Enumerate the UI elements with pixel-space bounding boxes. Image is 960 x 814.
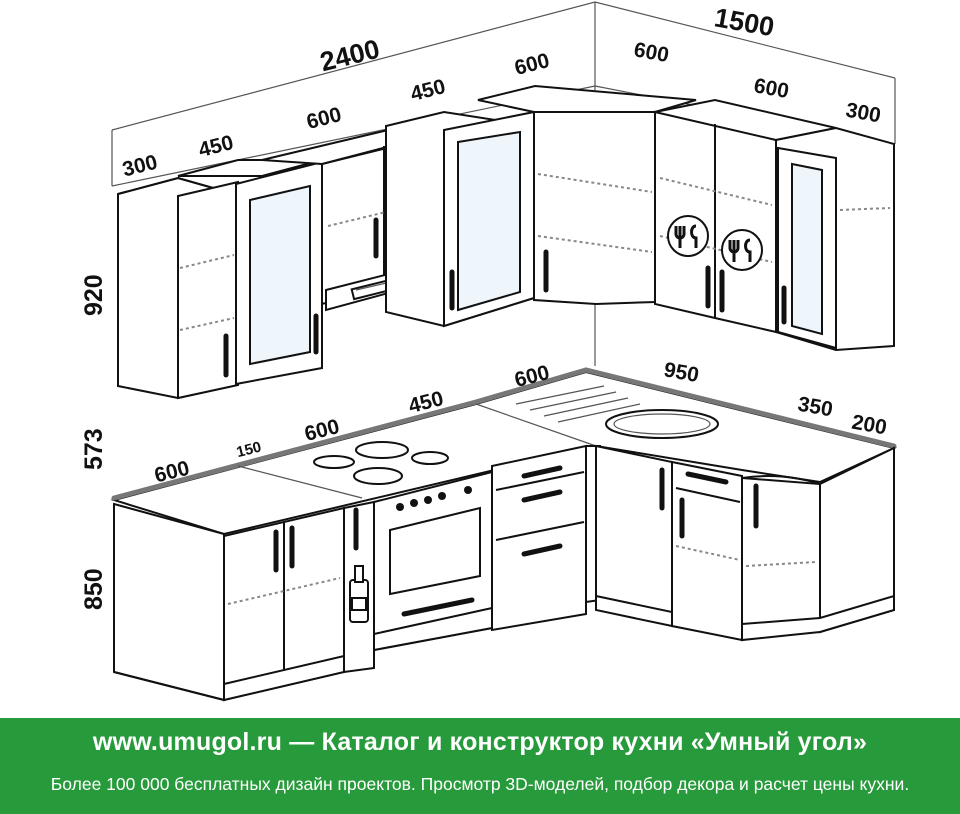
footer-subtitle: Более 100 000 бесплатных дизайн проектов… <box>50 774 910 794</box>
dim-upper-450-b: 450 <box>408 75 448 106</box>
dim-2400: 2400 <box>317 34 383 78</box>
countertop <box>110 367 898 536</box>
dim-base-150: 150 <box>235 439 263 462</box>
dim-base-950: 950 <box>662 358 701 387</box>
dim-upper-300-right: 300 <box>844 99 883 128</box>
footer-banner: www.umugol.ru — Каталог и конструктор ку… <box>0 718 960 814</box>
dim-upper-450-a: 450 <box>196 131 236 162</box>
dim-base-350: 350 <box>796 393 835 422</box>
kitchen-drawing: 2400 1500 300 450 600 450 600 600 600 30… <box>80 1 898 702</box>
dim-upper-600-corner-right: 600 <box>632 38 671 67</box>
dim-upper-600-right: 600 <box>752 74 791 103</box>
dim-height-920: 920 <box>80 274 108 316</box>
footer-title[interactable]: www.umugol.ru — Каталог и конструктор ку… <box>92 728 868 756</box>
upper-cabinets <box>117 84 895 400</box>
dim-upper-600-corner-left: 600 <box>512 49 552 80</box>
dim-height-573: 573 <box>80 428 108 470</box>
dim-1500: 1500 <box>712 2 776 42</box>
base-cabinets <box>113 444 895 702</box>
dim-upper-600-hood: 600 <box>304 103 344 134</box>
dim-height-850: 850 <box>80 568 108 610</box>
